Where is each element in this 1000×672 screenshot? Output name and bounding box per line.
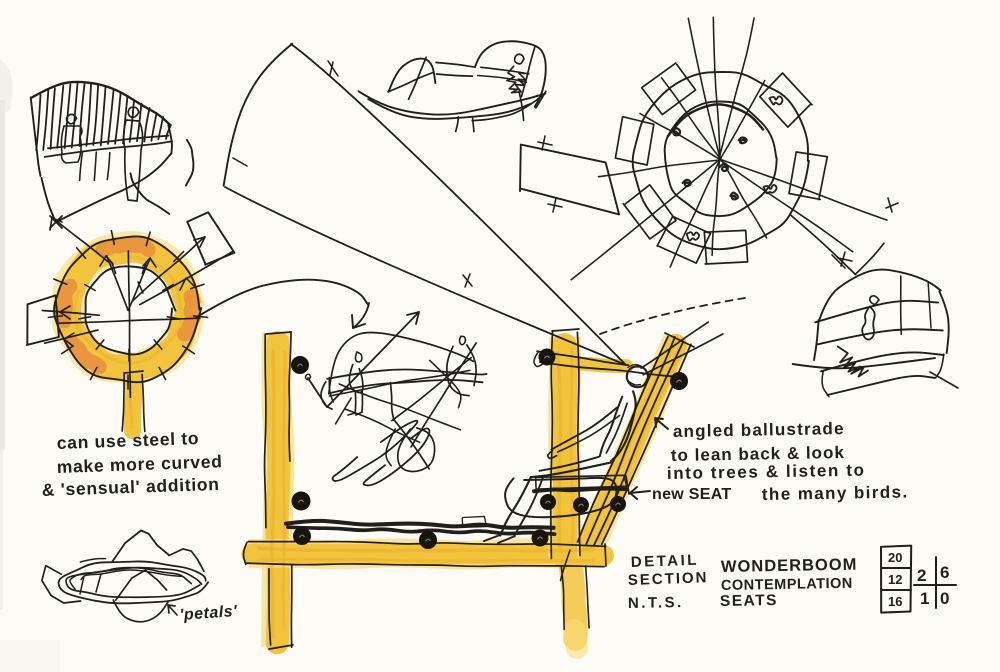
svg-text:N.T.S.: N.T.S. bbox=[628, 594, 684, 612]
svg-text:DETAIL: DETAIL bbox=[631, 552, 700, 571]
svg-text:1: 1 bbox=[920, 589, 929, 608]
svg-text:6: 6 bbox=[940, 563, 949, 582]
svg-text:SECTION: SECTION bbox=[628, 569, 709, 589]
svg-text:16: 16 bbox=[888, 594, 902, 609]
svg-text:'petals': 'petals' bbox=[179, 603, 239, 624]
svg-text:to lean back & look: to lean back & look bbox=[671, 443, 845, 465]
svg-text:WONDERBOOM: WONDERBOOM bbox=[721, 556, 858, 576]
svg-text:0: 0 bbox=[940, 589, 949, 608]
svg-text:CONTEMPLATION: CONTEMPLATION bbox=[721, 576, 853, 594]
svg-text:into trees & listen to: into trees & listen to bbox=[667, 461, 866, 483]
svg-text:the many birds.: the many birds. bbox=[762, 482, 909, 504]
svg-text:12: 12 bbox=[888, 572, 902, 587]
svg-text:angled ballustrade: angled ballustrade bbox=[673, 419, 845, 441]
svg-text:SEATS: SEATS bbox=[720, 592, 778, 610]
svg-text:20: 20 bbox=[888, 550, 902, 565]
svg-text:2: 2 bbox=[917, 566, 926, 585]
svg-text:can use steel to: can use steel to bbox=[56, 428, 199, 453]
svg-text:new SEAT: new SEAT bbox=[652, 486, 731, 503]
